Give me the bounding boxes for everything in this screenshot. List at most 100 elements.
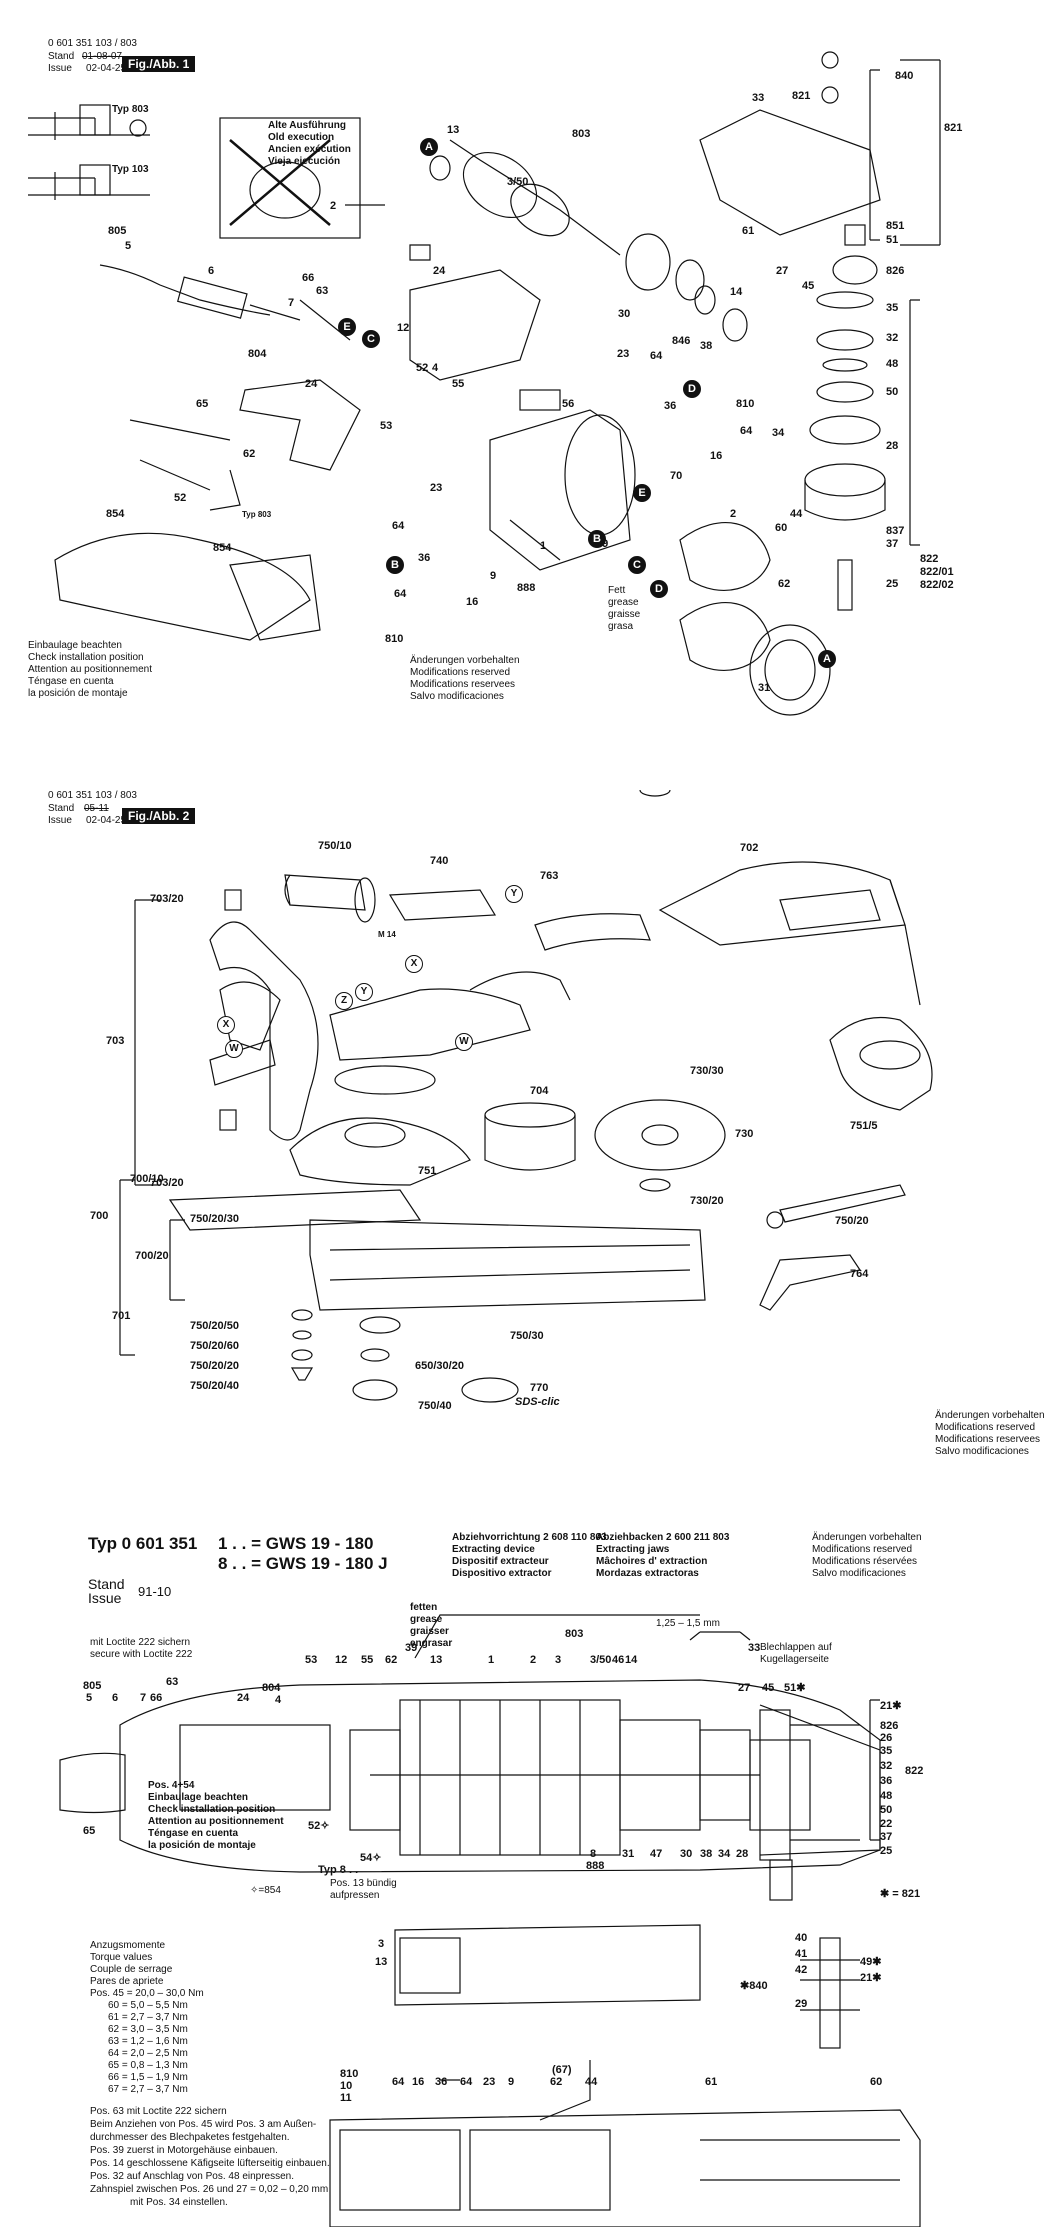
sheet-number: 0 601 351 103 / 803 xyxy=(48,38,137,49)
callout: 750/20/30 xyxy=(190,1213,239,1225)
callout: 24 xyxy=(237,1692,250,1704)
callout: 23 xyxy=(617,348,630,360)
callout: 822/02 xyxy=(920,579,954,591)
callout: 650/30/20 xyxy=(415,1360,464,1372)
marker-y2: Y xyxy=(355,983,373,1001)
callout: 750/20 xyxy=(835,1215,869,1227)
marker-e: E xyxy=(338,318,356,336)
callout: 52✧ xyxy=(308,1820,330,1832)
marker-x: X xyxy=(405,955,423,973)
callout: 7 xyxy=(288,297,295,309)
marker-c: C xyxy=(362,330,380,348)
callout: 730 xyxy=(735,1128,754,1140)
callout: 764 xyxy=(850,1268,869,1280)
issue-label: Issue xyxy=(88,1590,122,1606)
callout: 53 xyxy=(380,420,393,432)
marker-b2: B xyxy=(588,530,606,548)
callout: 53 xyxy=(305,1654,318,1666)
callout: 888 xyxy=(586,1860,605,1872)
callout: 750/30 xyxy=(510,1330,544,1342)
callout: 36 xyxy=(435,2076,448,2088)
callout: 703/20 xyxy=(150,1177,184,1189)
callout: 804 xyxy=(262,1682,281,1694)
callout: 14 xyxy=(625,1654,638,1666)
callout: 52 xyxy=(174,492,187,504)
callout: 66 xyxy=(150,1692,163,1704)
typ8-label: Typ 8 . . xyxy=(318,1864,359,1876)
callout: 13 xyxy=(430,1654,443,1666)
callout: 821 xyxy=(944,122,963,134)
typ803-label: Typ 803 xyxy=(112,104,149,115)
callout: 1 xyxy=(540,540,547,552)
callout: 851 xyxy=(886,220,905,232)
marker-c2: C xyxy=(628,556,646,574)
callout: 49✱ xyxy=(860,1956,882,1968)
callout: 66 xyxy=(302,272,315,284)
sheet-number: 0 601 351 103 / 803 xyxy=(48,790,137,801)
issue-value: 02-04-25 xyxy=(86,815,127,826)
marker-x2: X xyxy=(217,1016,235,1034)
callout: 64 xyxy=(740,425,753,437)
callout: Typ 803 xyxy=(242,510,272,519)
callout: 23 xyxy=(483,2076,496,2088)
callout: 27 xyxy=(776,265,789,277)
callout: 21✱ xyxy=(860,1972,882,1984)
callout: 64 xyxy=(650,350,663,362)
callout: 730/20 xyxy=(690,1195,724,1207)
stand-value: 05-11 xyxy=(84,803,109,814)
callout: 32 xyxy=(880,1760,893,1772)
callout: 29 xyxy=(795,1998,808,2010)
marker-w: W xyxy=(225,1040,243,1058)
callout: 5 xyxy=(86,1692,93,1704)
callout: 3 xyxy=(555,1654,562,1666)
callout: 28 xyxy=(886,440,899,452)
callout: 4 xyxy=(432,362,439,374)
figure-label: Fig./Abb. 1 xyxy=(122,56,196,72)
marker-e2: E xyxy=(633,484,651,502)
issue-value: 02-04-25 xyxy=(86,63,127,74)
callout: 34 xyxy=(718,1848,731,1860)
callout: 56 xyxy=(562,398,575,410)
callout: 65 xyxy=(83,1825,96,1837)
callout: 47 xyxy=(650,1848,663,1860)
callout: 52 xyxy=(416,362,429,374)
stand-label: Stand xyxy=(48,803,75,814)
sheet-3: Typ 0 601 351 1 . . = GWS 19 - 180 8 . .… xyxy=(0,1520,1050,2227)
callout: 55 xyxy=(361,1654,374,1666)
callout: 13 xyxy=(447,124,460,136)
callout: 25 xyxy=(886,578,899,590)
callout: 50 xyxy=(880,1804,893,1816)
callout: 740 xyxy=(430,855,449,867)
callout: 2 xyxy=(330,200,337,212)
callout: 703 xyxy=(106,1035,125,1047)
callout: 30 xyxy=(680,1848,693,1860)
callout: 30 xyxy=(618,308,631,320)
callout: 6 xyxy=(208,265,215,277)
title-line1-a: Typ 0 601 351 xyxy=(88,1534,198,1553)
title-line2: 8 . . = GWS 19 - 180 J xyxy=(218,1554,388,1573)
callout: 12 xyxy=(335,1654,348,1666)
callout: 64 xyxy=(392,2076,405,2088)
callout: 11 xyxy=(340,2092,352,2104)
callout: 35 xyxy=(880,1745,893,1757)
callout: 31 xyxy=(622,1848,635,1860)
gap-label: 1,25 – 1,5 mm xyxy=(656,1618,720,1629)
callout: 2 xyxy=(530,1654,537,1666)
callout: 750/10 xyxy=(318,840,352,852)
callout: 45 xyxy=(762,1682,775,1694)
callout: 810 xyxy=(736,398,755,410)
issue-label: Issue xyxy=(48,63,72,74)
callout: 810 xyxy=(340,2068,359,2080)
callout: 703/20 xyxy=(150,893,184,905)
callout: 48 xyxy=(886,358,899,370)
star821-label: ✱ = 821 xyxy=(880,1888,921,1900)
marker-d: D xyxy=(683,380,701,398)
callout: 804 xyxy=(248,348,267,360)
callout: 846 xyxy=(672,335,691,347)
callout: 810 xyxy=(385,633,404,645)
callout: 36 xyxy=(418,552,431,564)
